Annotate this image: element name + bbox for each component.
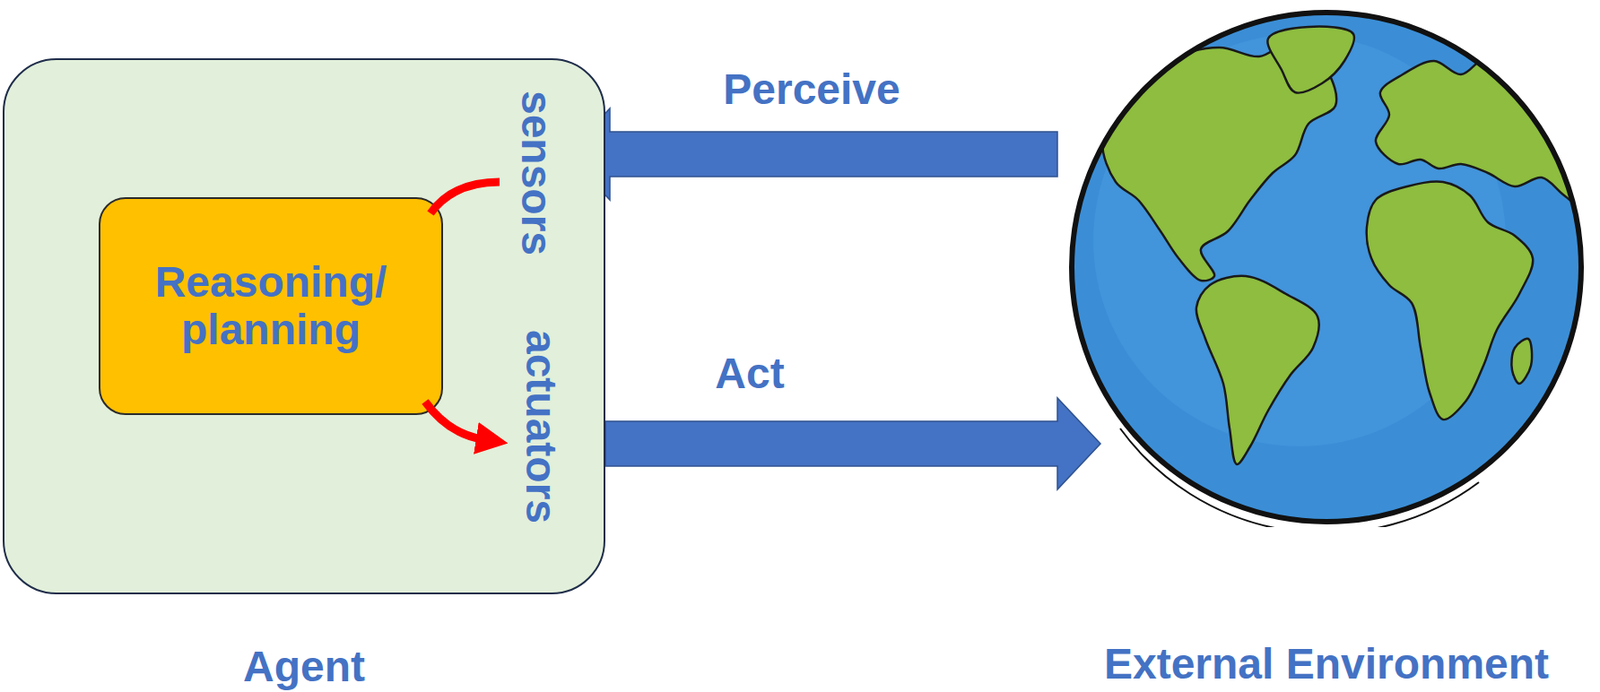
sensors-label: sensors — [513, 90, 561, 256]
actuators-label: actuators — [517, 330, 566, 524]
continent — [1196, 276, 1320, 465]
edge-label: Perceive — [722, 66, 901, 114]
continent — [1267, 26, 1355, 94]
globe-outline — [1071, 12, 1582, 522]
flow-arrow — [605, 398, 1101, 490]
edge-label: Act — [714, 350, 784, 399]
earth-circle: External Environment — [1066, 7, 1587, 528]
ocean — [1071, 12, 1582, 522]
earth-globe — [1066, 7, 1587, 528]
node-heading: External Environment — [1104, 641, 1549, 689]
node-text: Reasoning/ planning — [136, 259, 406, 355]
flow-arrow — [566, 108, 1058, 200]
sketch-stroke — [1120, 428, 1479, 528]
continent — [1366, 181, 1533, 420]
reasoning-box: Reasoning/ planning — [98, 197, 444, 416]
node-heading: Agent — [243, 643, 366, 692]
continent — [1511, 339, 1532, 384]
